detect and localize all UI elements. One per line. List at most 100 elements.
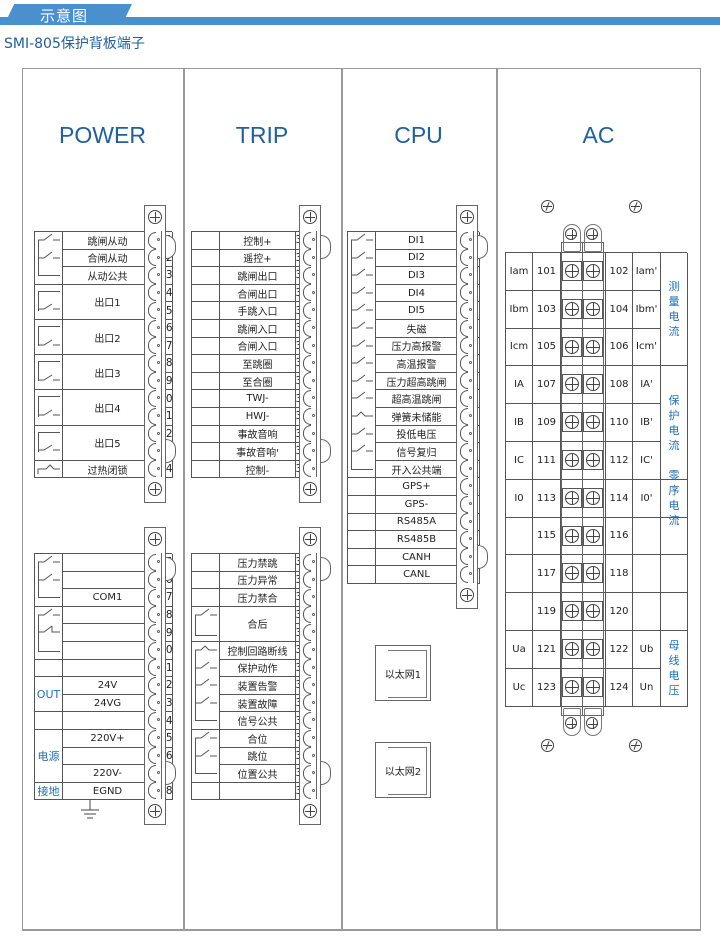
module-divider [496,68,498,931]
terminal-label: 控制- [220,460,296,479]
terminal-contact [460,231,468,249]
terminal-label: 220V- [63,765,153,783]
terminal-pin [312,326,315,329]
terminal-pin [157,648,160,651]
contact-cell [192,408,220,426]
contact-switch-icon [195,661,217,669]
contact-cell [192,425,220,444]
screw-icon [586,566,600,581]
screw-icon [586,377,600,392]
terminal-contact [460,565,468,583]
screw-icon [565,264,579,278]
terminal-label: 压力禁合 [220,589,296,607]
contact-cell [192,320,220,338]
terminal-contact [303,231,311,249]
module-divider [341,68,343,931]
terminal-pin [469,484,472,488]
terminal-label: TWJ- [220,390,296,408]
terminal-pin [157,449,160,453]
ac-left-label: Iam [506,253,533,291]
ac-terminal-block [561,290,606,329]
screw-icon [565,679,579,694]
screw-icon [148,482,162,497]
terminal-pin [157,771,160,775]
banner-title: 示意图 [40,7,89,25]
terminal-pin [312,466,315,470]
terminal-label: 出口4 [63,390,153,426]
terminal-label: 出口1 [63,284,153,320]
contact-cell [35,320,63,356]
contact-switch-icon [351,374,373,382]
terminal-contact [303,676,311,694]
terminal-contact [303,641,311,659]
contact-switch-icon [38,303,60,310]
terminal-contact [148,354,156,372]
contact-switch-icon [38,608,60,616]
module-title-ac: AC [582,122,615,148]
ac-block-ear [563,224,581,252]
terminal-label: 过热闭锁 [63,460,153,479]
terminal-pin [469,431,472,435]
screw-icon [586,453,600,467]
ac-left-label: Uc [506,668,533,707]
contact-cell [348,531,376,549]
wire-line [351,468,373,470]
ac-left-label: IA [506,366,533,405]
ac-terminal-block [561,479,606,518]
contact-switch-icon [38,573,60,581]
terminal-label: 高温报警 [376,355,458,373]
ac-terminal-screw [583,374,603,395]
terminal-label [220,782,296,801]
ac-terminal-screw [583,525,603,546]
terminal-contact [303,266,311,284]
terminal-contact [460,301,468,319]
contact-cell [348,513,376,532]
terminal-contact [303,354,311,372]
terminal-pin [312,595,315,599]
ac-terminal-block [561,404,606,442]
ac-right-number: 114 [606,479,633,518]
screw-icon [303,210,317,224]
terminal-pin [469,519,472,523]
terminal-label: GPS- [376,496,458,514]
module-title-cpu: CPU [394,122,443,148]
ac-terminal-screw [583,676,603,697]
terminal-contact [303,319,311,337]
group-label: 电源 [35,730,63,783]
contact-switch-icon [351,427,373,435]
terminal-label [63,571,153,590]
contact-cell [35,232,63,285]
ac-group-label [661,517,688,556]
contact-cell [348,548,376,567]
terminal-contact [148,711,156,729]
terminal-label: DI4 [376,284,458,303]
ac-terminal-screw [583,639,603,659]
ac-right-label: Iam' [633,253,661,291]
ethernet-port-1: 以太网1 [375,645,431,701]
terminal-contact [460,389,468,407]
terminal-label: 出口3 [63,355,153,391]
ac-left-label: IB [506,404,533,442]
contact-cell [192,284,220,303]
terminal-contact [303,301,311,319]
terminal-label: 弹簧未储能 [376,408,458,426]
terminal-label: CANH [376,548,458,567]
terminal-contact [148,588,156,606]
contact-switch-icon [195,645,217,651]
terminal-pin [469,273,472,277]
terminal-contact [460,319,468,337]
contact-cell [35,460,63,479]
terminal-label: 开入公共端 [376,460,458,479]
ac-terminal-screw [583,487,603,508]
ethernet-port-2: 以太网2 [375,742,431,798]
terminal-label: 220V+ [63,730,153,748]
terminal-label: 跳闸从动 [63,232,153,250]
ac-right-number: 116 [606,517,633,556]
ac-terminal-block [561,253,606,291]
wire-line [38,290,39,311]
terminal-label: 出口5 [63,425,153,461]
screw-icon [565,490,579,505]
terminal-pin [312,290,315,294]
contact-switch-icon [38,555,60,563]
ac-left-number: 115 [533,517,561,556]
